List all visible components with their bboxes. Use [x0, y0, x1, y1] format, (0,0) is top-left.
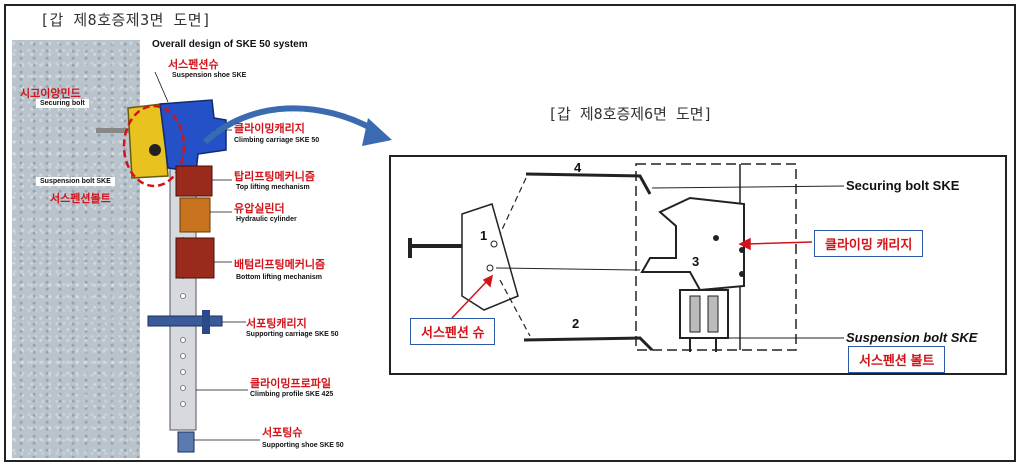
top-lifting-kr-label: 탑리프팅메커니즘: [234, 171, 315, 183]
supporting-carriage-en-label: Supporting carriage SKE 50: [246, 331, 339, 338]
detail-center-line: [495, 267, 641, 271]
climbing-profile-kr-label: 클라이밍프로파일: [250, 378, 331, 390]
suspension-bolt-ske-label: Suspension bolt SKE: [846, 330, 978, 345]
detail-suspension-assembly: [679, 289, 729, 339]
bottom-lifting-kr-label: 배텀리프팅메커니즘: [234, 259, 326, 271]
supporting-carriage-bracket: [202, 310, 210, 334]
bottom-lifting-graphic: [175, 237, 215, 279]
detail-securing-bolt: [410, 244, 462, 248]
bottom-lifting-en-label: Bottom lifting mechanism: [236, 274, 322, 281]
hydraulic-kr-label: 유압실린더: [234, 203, 285, 215]
detail-highlight-ellipse: [122, 104, 186, 188]
detail-dash-upper: [499, 177, 527, 235]
top-lifting-en-label: Top lifting mechanism: [236, 184, 310, 191]
detail-bolt-hole-1: [490, 240, 498, 248]
overall-design-heading: Overall design of SKE 50 system: [152, 39, 308, 50]
detail-arm-2: [523, 336, 654, 352]
securing-bolt-kr-label: 시고이앙민드: [20, 88, 81, 100]
hydraulic-cylinder-graphic: [179, 197, 211, 233]
right-figure-title: [갑 제8호증제6면 도면]: [548, 105, 713, 123]
detail-climbing-carriage: [640, 196, 745, 292]
left-figure-title: [갑 제8호증제3면 도면]: [40, 11, 212, 29]
part-number-1: 1: [480, 228, 488, 243]
securing-bolt-en-label: Securing bolt: [36, 99, 89, 108]
part-number-4: 4: [574, 160, 582, 175]
suspension-bolt-en-label: Suspension bolt SKE: [36, 177, 115, 186]
climbing-profile-en-label: Climbing profile SKE 425: [250, 391, 334, 398]
supporting-shoe-graphic: [177, 431, 195, 453]
supporting-carriage-graphic: [147, 315, 223, 327]
red-callout-arrows: [451, 237, 813, 319]
suspension-shoe-en-label: Suspension shoe SKE: [172, 72, 247, 79]
transition-arrow-head: [362, 118, 392, 146]
supporting-shoe-en-label: Supporting shoe SKE 50: [262, 442, 344, 449]
supporting-carriage-kr-label: 서포팅캐리지: [246, 318, 307, 330]
part-number-2: 2: [572, 316, 580, 331]
supporting-shoe-kr-label: 서포팅슈: [262, 427, 303, 439]
detail-dash-lower: [499, 279, 531, 337]
suspension-shoe-kr-label: 서스펜션슈: [168, 59, 219, 71]
detail-shoe-plate: [461, 203, 519, 311]
detail-bolt-hole-2: [486, 264, 494, 272]
right-leader-lines: [651, 185, 845, 339]
detail-arm-4: [525, 172, 652, 195]
suspension-shoe-callout: 서스펜션 슈: [410, 318, 496, 345]
detail-drawing-border: [389, 155, 1007, 375]
climbing-carriage-en-label: Climbing carriage SKE 50: [234, 137, 320, 144]
climbing-carriage-kr-label: 클라이밍캐리지: [234, 123, 305, 135]
concrete-wall: [12, 40, 140, 458]
top-lifting-graphic: [175, 165, 213, 197]
suspension-bolt-callout: 서스펜션 볼트: [848, 346, 946, 373]
suspension-bolt-head: [149, 144, 161, 156]
hydraulic-en-label: Hydraulic cylinder: [236, 216, 297, 223]
transition-arrow: [202, 105, 380, 145]
securing-bolt-ske-label: Securing bolt SKE: [846, 178, 960, 193]
suspension-bolt-kr-label: 서스펜션볼트: [50, 193, 111, 205]
suspension-shoe-graphic: [127, 103, 169, 179]
detail-bolt-washer: [408, 238, 412, 258]
climbing-carriage-callout: 클라이밍 캐리지: [814, 230, 924, 257]
securing-bolt-rod: [96, 128, 136, 133]
part-number-3: 3: [692, 254, 700, 269]
